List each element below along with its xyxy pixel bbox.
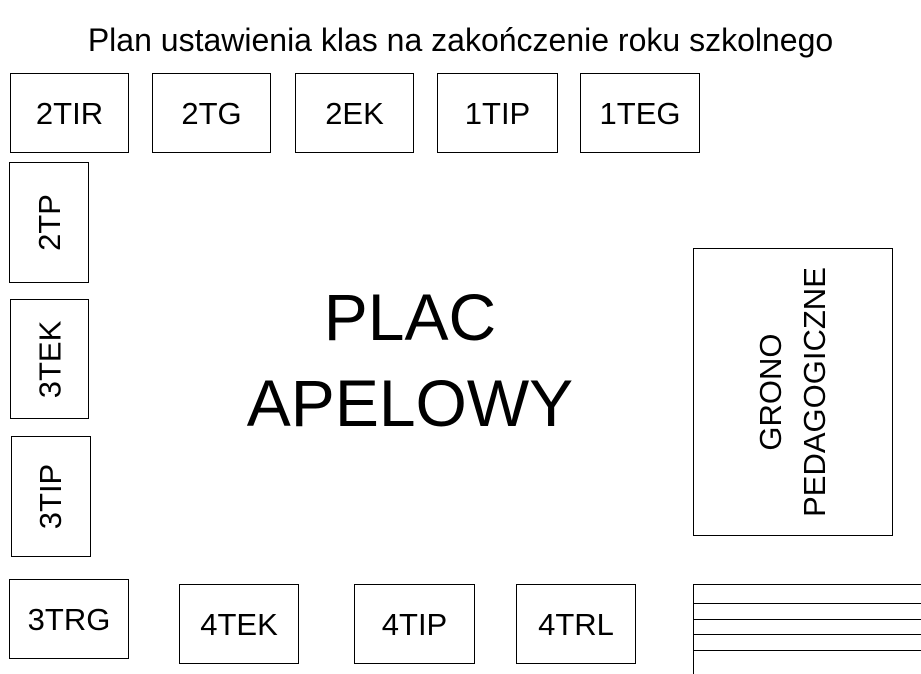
- class-box-3tip: 3TIP: [11, 436, 91, 557]
- class-label: 4TEK: [200, 606, 278, 642]
- class-label: 2TIR: [35, 95, 104, 131]
- class-label: 1TEG: [599, 95, 681, 131]
- class-box-1tip: 1TIP: [437, 73, 558, 153]
- class-label: 3TRG: [27, 601, 111, 637]
- class-label: 3TEK: [32, 320, 67, 398]
- class-label: 4TIP: [381, 606, 448, 642]
- assembly-square-line-2: APELOWY: [246, 366, 574, 440]
- stair-line: [694, 619, 921, 620]
- class-box-2tp: 2TP: [9, 162, 89, 283]
- teaching-staff-line-1: GRONO: [753, 333, 789, 451]
- stairs-graphic: [693, 584, 921, 674]
- class-box-3tek: 3TEK: [10, 299, 89, 419]
- class-label: 2TG: [181, 95, 242, 131]
- class-label: 2TP: [31, 194, 67, 251]
- class-box-3trg: 3TRG: [9, 579, 129, 659]
- stair-line: [694, 634, 921, 635]
- class-box-1teg: 1TEG: [580, 73, 700, 153]
- page-title: Plan ustawienia klas na zakończenie roku…: [87, 22, 834, 58]
- assembly-square-line-1: PLAC: [323, 280, 497, 354]
- class-box-2tir: 2TIR: [10, 73, 129, 153]
- class-label: 3TIP: [33, 463, 69, 530]
- teaching-staff-line-2: PEDAGOGICZNE: [797, 267, 833, 517]
- class-box-2ek: 2EK: [295, 73, 414, 153]
- stair-line: [694, 650, 921, 651]
- class-box-4tek: 4TEK: [179, 584, 299, 664]
- class-label: 4TRL: [538, 606, 614, 642]
- stair-line: [694, 603, 921, 604]
- class-box-4trl: 4TRL: [516, 584, 636, 664]
- teaching-staff-label: GRONO PEDAGOGICZNE: [749, 267, 837, 517]
- class-label: 1TIP: [464, 95, 531, 131]
- class-label: 2EK: [325, 95, 384, 131]
- teaching-staff-box: GRONO PEDAGOGICZNE: [693, 248, 893, 536]
- class-box-2tg: 2TG: [152, 73, 271, 153]
- class-box-4tip: 4TIP: [354, 584, 475, 664]
- assembly-square-label: PLAC APELOWY: [230, 274, 590, 446]
